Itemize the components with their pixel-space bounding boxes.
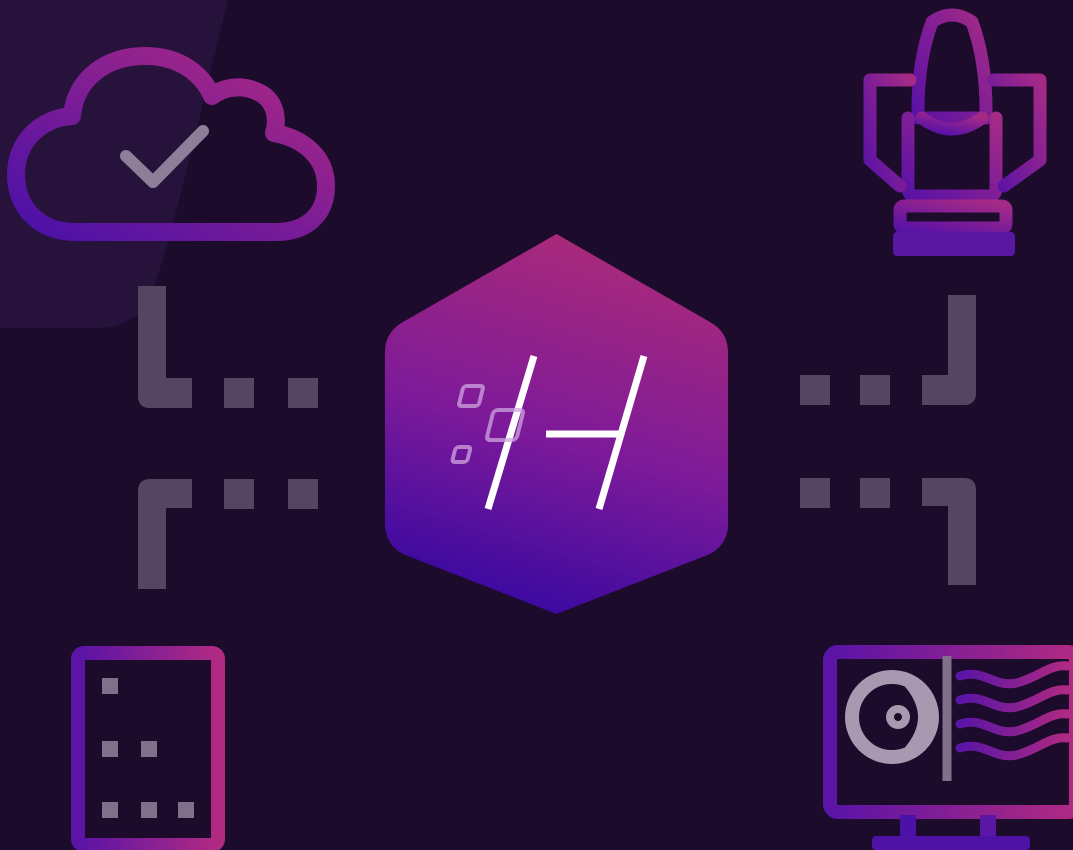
waveform-icon — [955, 661, 1073, 761]
robot-arm-base — [893, 232, 1015, 256]
connector-top-left — [138, 286, 318, 408]
background-panel — [0, 0, 228, 328]
connector-top-right — [800, 295, 976, 405]
robot-arm-icon — [863, 8, 1047, 235]
connector-bottom-right — [800, 478, 976, 585]
disc-icon — [845, 670, 939, 764]
server-rack-icon — [71, 646, 225, 850]
server-indicator-lights — [102, 678, 194, 818]
cloud-check-icon — [7, 47, 335, 241]
logo-squares — [450, 384, 525, 464]
check-icon — [120, 125, 209, 188]
hexagon-logo-icon — [385, 234, 728, 614]
connector-bottom-left — [138, 479, 318, 589]
logo-mark — [484, 354, 648, 511]
monitor-scan-icon — [823, 645, 1073, 850]
